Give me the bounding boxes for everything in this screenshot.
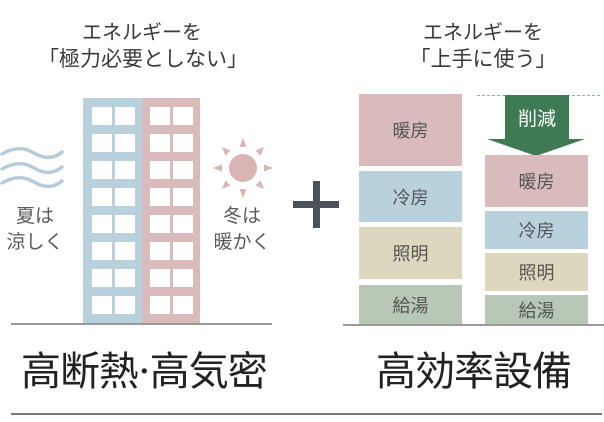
building-cool-side bbox=[83, 98, 142, 324]
ground-line-left bbox=[11, 323, 272, 325]
building-window bbox=[92, 215, 112, 233]
right-heading-line2: 「上手に使う」 bbox=[409, 47, 557, 71]
stack-before-lighting: 照明 bbox=[359, 227, 462, 279]
stack-before-cooling: 冷房 bbox=[359, 171, 462, 222]
building-window bbox=[115, 296, 135, 314]
building-window bbox=[150, 296, 170, 314]
stack-after-hot-water: 給湯 bbox=[485, 295, 588, 324]
arrow-down-icon bbox=[487, 139, 585, 156]
building-window bbox=[115, 269, 135, 287]
summer-label: 夏は 涼しく bbox=[5, 203, 65, 255]
ground-line-right bbox=[343, 324, 604, 326]
sun-icon bbox=[213, 138, 273, 198]
winter-label-line1: 冬は bbox=[222, 205, 261, 227]
stack-before-hot-water: 給湯 bbox=[359, 285, 462, 324]
building-window bbox=[92, 296, 112, 314]
building-window bbox=[92, 242, 112, 260]
left-title: 高断熱·高気密 bbox=[21, 349, 268, 395]
wind-waves-icon bbox=[0, 146, 64, 189]
building-window bbox=[173, 269, 193, 287]
summer-label-line2: 涼しく bbox=[6, 231, 64, 253]
summer-label-line1: 夏は bbox=[15, 205, 54, 227]
winter-label: 冬は 暖かく bbox=[211, 203, 273, 255]
building-warm-side bbox=[142, 98, 200, 324]
building-window bbox=[173, 134, 193, 152]
bottom-divider bbox=[11, 413, 602, 415]
building-window bbox=[92, 188, 112, 206]
building-window bbox=[150, 269, 170, 287]
building-window bbox=[92, 269, 112, 287]
building-window bbox=[150, 242, 170, 260]
reduction-arrow: 削減 bbox=[505, 95, 569, 140]
building-window bbox=[92, 107, 112, 125]
building-window bbox=[92, 134, 112, 152]
building-window bbox=[173, 296, 193, 314]
stack-after-lighting: 照明 bbox=[485, 253, 588, 291]
stack-after-heating: 暖房 bbox=[485, 155, 588, 207]
building-window bbox=[173, 242, 193, 260]
left-heading-line2: 「極力必要としない」 bbox=[38, 47, 248, 71]
building-window bbox=[150, 107, 170, 125]
left-heading-line1: エネルギーを bbox=[82, 20, 202, 44]
winter-label-line2: 暖かく bbox=[213, 231, 271, 253]
right-heading-line1: エネルギーを bbox=[423, 20, 543, 44]
building-window bbox=[115, 134, 135, 152]
building-window bbox=[173, 215, 193, 233]
building-window bbox=[92, 161, 112, 179]
right-title: 高効率設備 bbox=[376, 349, 572, 395]
stack-after-cooling: 冷房 bbox=[485, 211, 588, 249]
stack-before-heating: 暖房 bbox=[359, 94, 462, 166]
building-window bbox=[150, 188, 170, 206]
building-window bbox=[115, 215, 135, 233]
building-window bbox=[173, 107, 193, 125]
building-window bbox=[150, 215, 170, 233]
building-window bbox=[173, 161, 193, 179]
reduction-label: 削減 bbox=[517, 108, 556, 130]
building-window bbox=[115, 107, 135, 125]
building-window bbox=[150, 134, 170, 152]
building-window bbox=[115, 188, 135, 206]
building-window bbox=[115, 242, 135, 260]
building-window bbox=[115, 161, 135, 179]
building-window bbox=[173, 188, 193, 206]
building-window bbox=[150, 161, 170, 179]
